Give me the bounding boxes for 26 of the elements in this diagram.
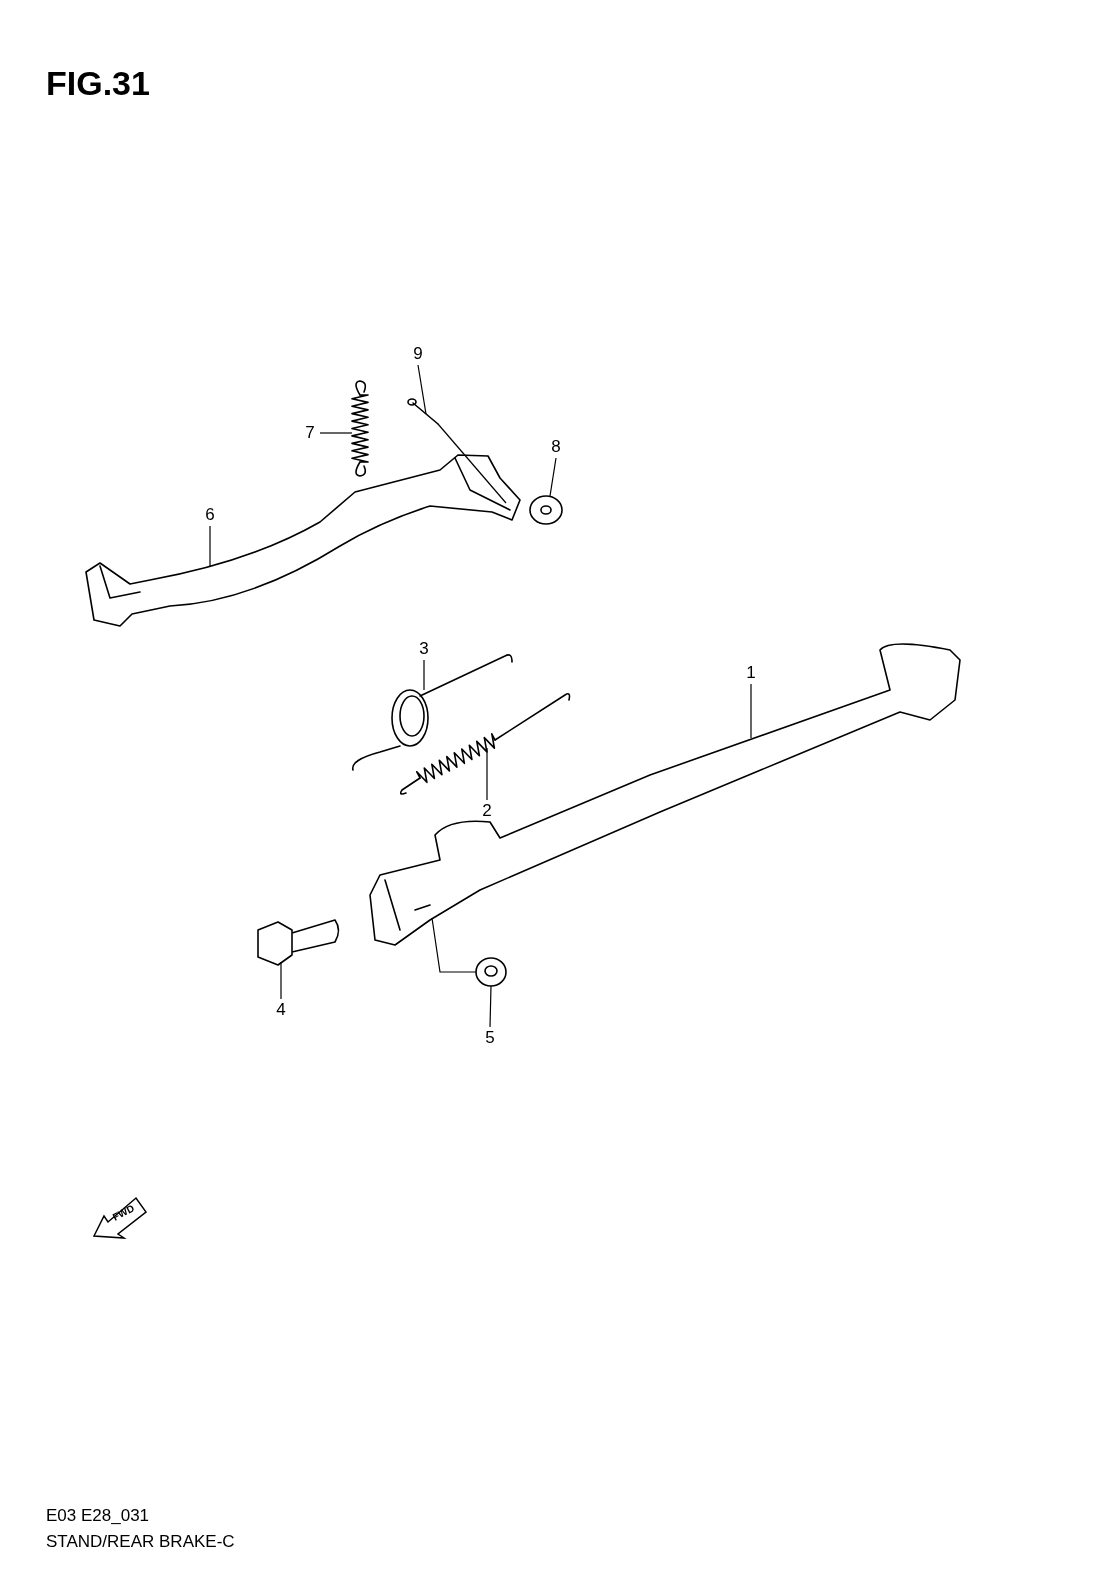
figure-caption: STAND/REAR BRAKE-C [46,1532,235,1552]
leader-line [489,985,492,1028]
leader-line [750,683,752,739]
callout-number: 9 [408,343,428,365]
leader-line [280,961,282,1000]
callout-number: 4 [271,999,291,1021]
leader-line [319,432,353,434]
callout-number: 6 [200,504,220,526]
leader-line [549,457,557,497]
callout-number: 7 [300,422,320,444]
leader-line [423,659,425,691]
washer-drawing [528,492,564,528]
figure-title: FIG.31 [46,64,150,103]
callout-number: 5 [480,1027,500,1049]
leader-line [486,747,488,801]
callout-number: 2 [477,800,497,822]
drawing-code: E03 E28_031 [46,1506,150,1526]
callout-number: 3 [414,638,434,660]
direction-label: FWD [110,1202,137,1223]
leader-line [209,525,211,567]
callout-number: 1 [741,662,761,684]
leader-line [417,364,427,415]
leader-line [437,423,507,504]
leader-line [431,917,477,973]
callout-number: 8 [546,436,566,458]
nut-drawing [473,955,509,989]
